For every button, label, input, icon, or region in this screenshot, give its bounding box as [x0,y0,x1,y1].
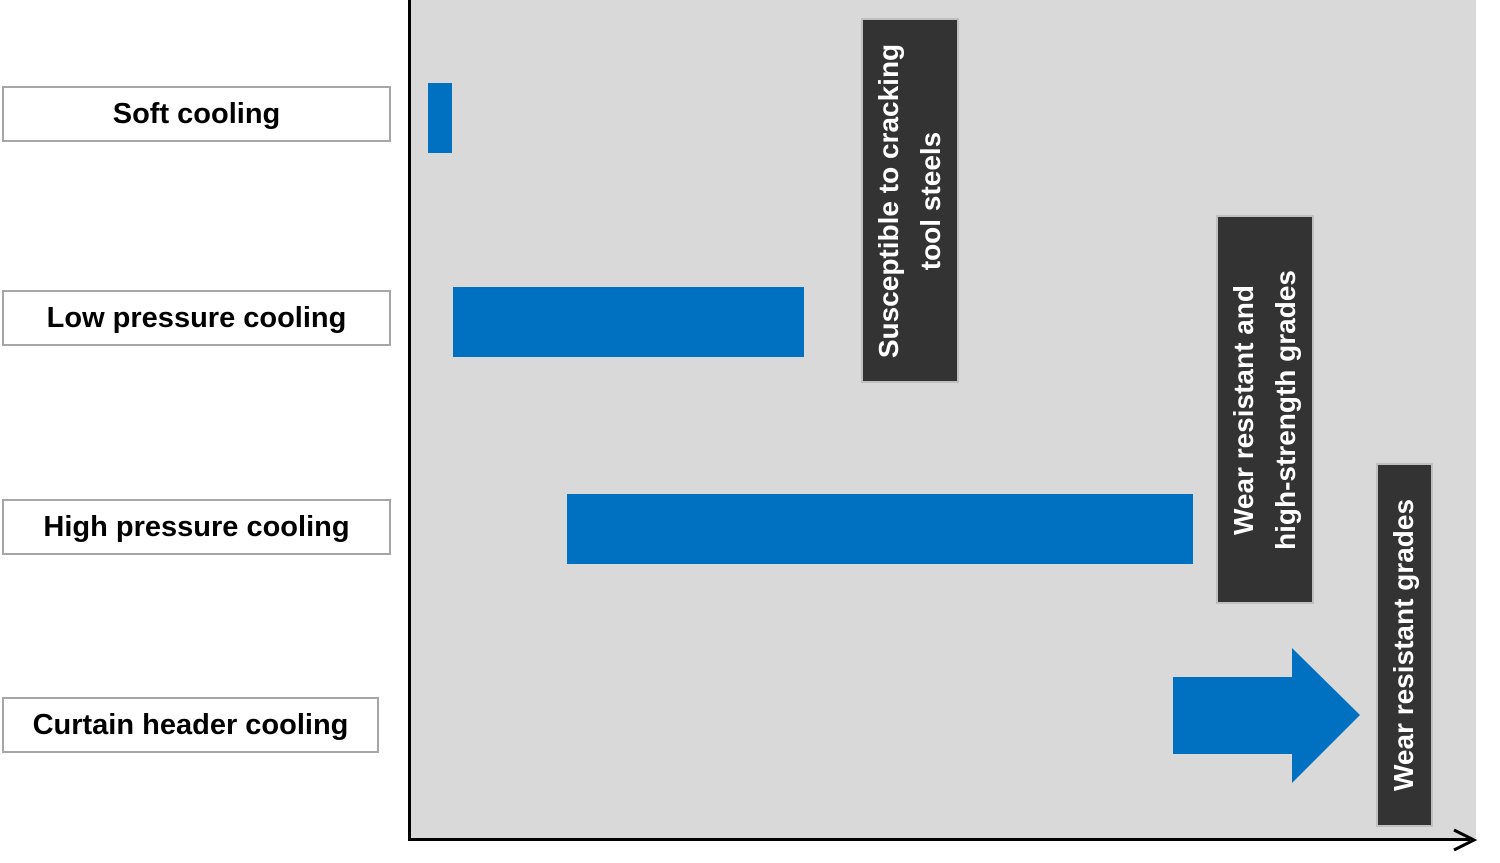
bar-low-pressure-cooling [453,287,804,357]
x-axis-arrowhead-icon [1453,828,1478,852]
note-susceptible-to-cracking: Susceptible to cracking tool steels [861,18,959,383]
note-line: Wear resistant grades [1388,498,1420,792]
bar-soft-cooling [428,83,452,153]
y-axis [408,0,411,841]
right-arrow-icon [1173,648,1360,783]
row-label-high-pressure-cooling: High pressure cooling [2,499,391,555]
row-label-low-pressure-cooling: Low pressure cooling [2,290,391,346]
note-line: Susceptible to cracking [873,43,905,358]
row-label-soft-cooling: Soft cooling [2,86,391,142]
bar-high-pressure-cooling [567,494,1193,564]
note-wear-resistant-high-strength: Wear resistant and high-strength grades [1216,215,1314,604]
note-line: Wear resistant and [1228,284,1260,535]
note-line: tool steels [915,131,947,270]
note-line: high-strength grades [1270,269,1302,550]
note-wear-resistant-grades: Wear resistant grades [1376,463,1433,827]
x-axis [408,838,1470,841]
row-label-curtain-header-cooling: Curtain header cooling [2,697,379,753]
plot-area: Susceptible to cracking tool steels Wear… [410,0,1476,838]
